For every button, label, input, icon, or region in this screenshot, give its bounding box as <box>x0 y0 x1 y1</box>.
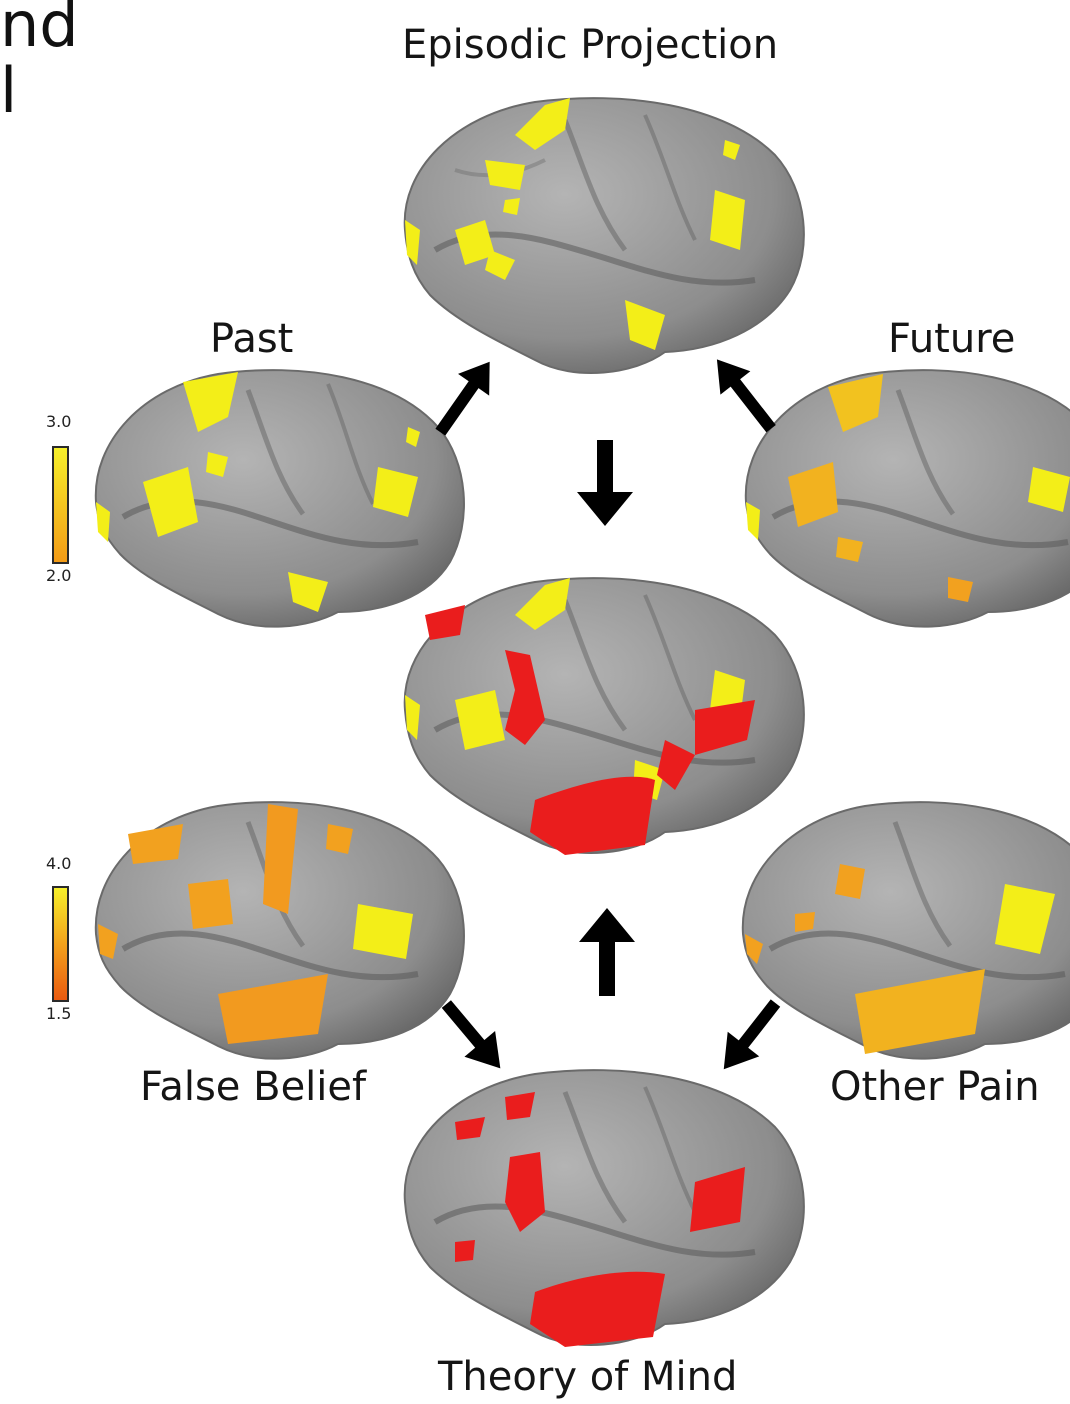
brain-false-belief <box>88 794 474 1064</box>
colorbar-belief-pain: 4.0 1.5 <box>46 854 86 1029</box>
arrow-future-to-episodic <box>705 348 783 440</box>
colorbar-min-label: 1.5 <box>46 1004 71 1023</box>
colorbar-gradient <box>52 446 69 564</box>
colorbar-max-label: 3.0 <box>46 412 71 431</box>
cropped-text-fragment-1: nd <box>0 0 79 58</box>
label-past: Past <box>210 316 293 362</box>
colorbar-gradient <box>52 886 69 1002</box>
label-episodic-projection: Episodic Projection <box>402 22 778 68</box>
label-other-pain: Other Pain <box>830 1064 1040 1110</box>
arrow-theory-to-combined <box>575 906 639 996</box>
brain-episodic-projection <box>395 90 815 380</box>
arrow-other-pain-to-theory <box>708 994 790 1080</box>
arrow-episodic-to-combined <box>573 440 637 528</box>
colorbar-max-label: 4.0 <box>46 854 71 873</box>
label-false-belief: False Belief <box>140 1064 366 1110</box>
cropped-text-fragment-2: l <box>0 58 17 124</box>
arrow-past-to-episodic <box>430 352 500 442</box>
label-future: Future <box>888 316 1015 362</box>
arrow-false-belief-to-theory <box>432 994 516 1080</box>
colorbar-past-future: 3.0 2.0 <box>46 412 86 587</box>
colorbar-min-label: 2.0 <box>46 566 71 585</box>
label-theory-of-mind: Theory of Mind <box>438 1354 737 1400</box>
brain-theory-of-mind <box>395 1062 815 1352</box>
